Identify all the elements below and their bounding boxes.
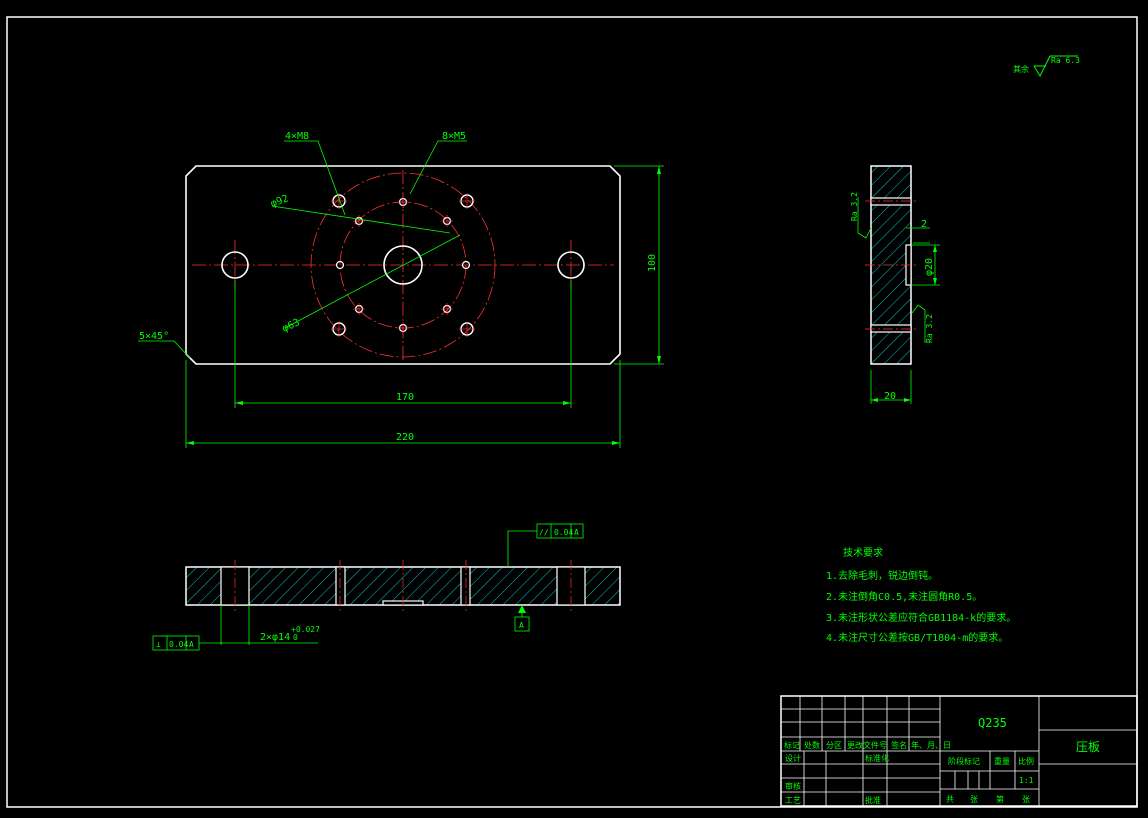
pcd-outer-circle — [310, 172, 496, 358]
header-cell: 签名 — [891, 740, 907, 750]
row-approve: 批准 — [865, 795, 881, 805]
front-view: 4×M8 8×M5 φ92 φ63 5×45° 170 220 100 — [138, 131, 664, 448]
roughness-value: Ra 6.3 — [1051, 56, 1080, 65]
side-roughness-lower: Ra 3.2 — [925, 314, 934, 343]
side-dim-bore: φ20 — [924, 258, 935, 276]
parallelism-tolerance: 0.04 — [554, 528, 573, 537]
row-review: 审核 — [785, 781, 801, 791]
header-cell: 标记 — [784, 740, 800, 750]
callout-chamfer: 5×45° — [139, 331, 169, 342]
perp-datum: A — [189, 640, 194, 649]
roughness-general-symbol: 其余 Ra 6.3 — [1013, 55, 1080, 78]
pin-hole-lower-tol: 0 — [293, 633, 298, 642]
tech-req-item: 2.未注倒角C0.5,未注圆角R0.5。 — [826, 590, 982, 603]
plate-outline — [185, 165, 621, 365]
dim-height: 100 — [647, 254, 658, 272]
tech-req-heading: 技术要求 — [843, 546, 883, 559]
perp-symbol: ⊥ — [156, 640, 161, 649]
weight-label: 重量 — [994, 756, 1010, 766]
tech-req-item: 3.未注形状公差应符合GB1184-k的要求。 — [826, 611, 1016, 624]
row-process: 工艺 — [785, 796, 801, 805]
parallelism-symbol: // — [539, 528, 549, 537]
tech-req-item: 4.未注尺寸公差按GB/T1804-m的要求。 — [826, 631, 1008, 644]
side-dim-recess: 2 — [921, 219, 927, 230]
sheet-number: 第 — [996, 794, 1004, 804]
side-view: Ra 3.2 Ra 3.2 2 φ20 20 — [850, 165, 940, 404]
side-hole-right — [557, 251, 585, 279]
section-view: // 0.04 A A ⊥ 0.04 A 2×φ14 +0.027 0 — [152, 523, 621, 651]
side-hole-left — [221, 251, 249, 279]
sheet-label-2: 张 — [1022, 795, 1030, 804]
pin-hole-dim: 2×φ14 — [260, 632, 290, 643]
sheet-label: 张 — [970, 795, 978, 804]
perp-tolerance: 0.04 — [169, 640, 188, 649]
dim-pcd-outer: φ92 — [269, 193, 290, 210]
header-cell: 处数 — [804, 740, 820, 750]
center-bore — [383, 245, 423, 285]
roughness-prefix: 其余 — [1013, 64, 1029, 74]
callout-4xm8: 4×M8 — [285, 131, 309, 142]
material: Q235 — [978, 716, 1007, 730]
header-cell: 年、月、日 — [911, 740, 951, 750]
tech-req-item: 1.去除毛刺，锐边倒钝。 — [826, 569, 938, 582]
sheet-total: 共 — [946, 795, 954, 804]
dim-pcd-inner: φ63 — [281, 317, 302, 335]
side-dim-thickness: 20 — [884, 391, 896, 402]
part-name: 压板 — [1076, 740, 1100, 754]
scale-value: 1:1 — [1019, 776, 1034, 785]
technical-requirements: 技术要求 1.去除毛刺，锐边倒钝。 2.未注倒角C0.5,未注圆角R0.5。 3… — [826, 546, 1016, 644]
side-roughness-upper: Ra 3.2 — [850, 192, 859, 221]
stage-mark-label: 阶段标记 — [948, 756, 980, 766]
row-standard: 标准化 — [865, 753, 889, 763]
header-cell: 分区 — [826, 741, 842, 750]
pin-hole-upper-tol: +0.027 — [291, 625, 320, 634]
callout-8xm5: 8×M5 — [442, 131, 466, 142]
header-cell: 更改文件号 — [847, 740, 887, 750]
drawing-border — [6, 16, 1138, 808]
row-design: 设计 — [785, 753, 801, 763]
dim-hole-spacing: 170 — [396, 392, 414, 403]
title-block: Q235 压板 标记 处数 分区 更改文件号 签名 年、月、日 设计 标准化 审… — [780, 695, 1138, 807]
datum-a-label: A — [519, 621, 524, 630]
dim-length: 220 — [396, 432, 414, 443]
parallelism-datum: A — [574, 528, 579, 537]
scale-label: 比例 — [1018, 756, 1034, 766]
